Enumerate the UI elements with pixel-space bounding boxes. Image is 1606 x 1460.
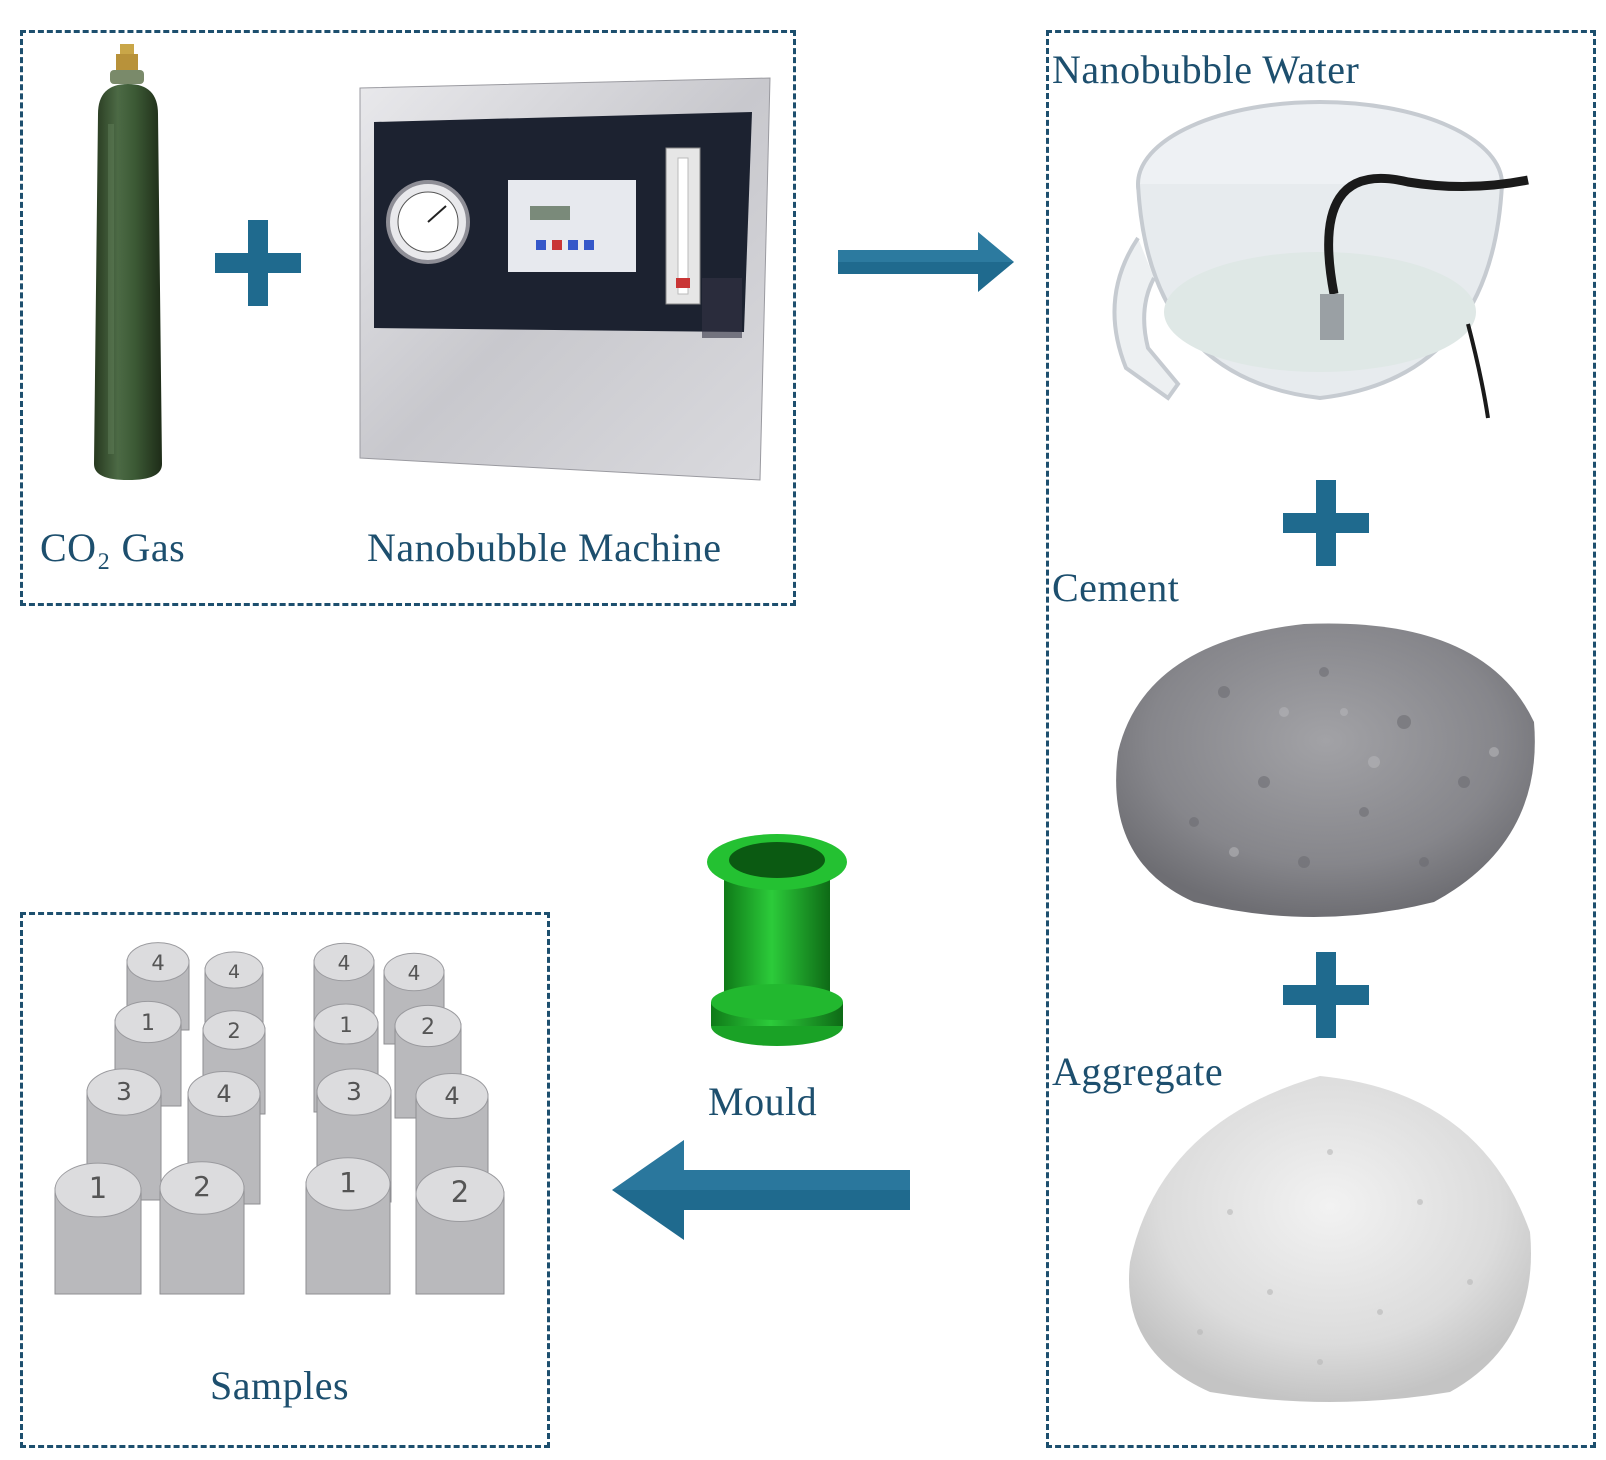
plus-icon — [1283, 480, 1369, 566]
arrow-left-icon — [612, 1140, 910, 1240]
nanobubble-machine-label: Nanobubble Machine — [367, 525, 722, 570]
plus-icon — [1283, 952, 1369, 1038]
samples-image: 4 4 4 4 1 2 1 2 3 4 3 4 1 2 1 2 — [54, 942, 505, 1295]
sample-number: 4 — [338, 951, 351, 975]
sample-number: 1 — [89, 1171, 107, 1205]
gas-machine-panel — [20, 30, 796, 606]
sample-cylinder: 2 — [415, 1166, 505, 1295]
arrow-right-icon — [838, 232, 1014, 292]
sample-number: 3 — [116, 1077, 132, 1106]
co2-cylinder-image — [94, 44, 162, 480]
sample-number: 1 — [339, 1013, 352, 1037]
sample-number: 2 — [227, 1019, 240, 1043]
sample-cylinder: 1 — [305, 1157, 391, 1295]
sample-cylinder: 3 — [316, 1068, 392, 1203]
mould-label: Mould — [708, 1079, 818, 1124]
sample-number: 4 — [151, 951, 164, 975]
aggregate-label: Aggregate — [1052, 1049, 1224, 1094]
nanobubble-machine-image — [359, 77, 771, 481]
samples-label: Samples — [210, 1363, 350, 1408]
nanobubble-water-image — [1112, 100, 1529, 419]
sample-number: 1 — [339, 1166, 357, 1199]
mould-image — [707, 834, 847, 1046]
sample-number: 1 — [141, 1011, 155, 1036]
co2-gas-label: CO₂ Gas — [40, 525, 186, 570]
cement-image — [1116, 623, 1535, 917]
plus-icon — [215, 220, 301, 306]
aggregate-image — [1129, 1076, 1531, 1402]
sample-number: 4 — [408, 961, 421, 985]
sample-number: 2 — [193, 1170, 211, 1203]
sample-number: 4 — [216, 1080, 231, 1108]
sample-number: 2 — [421, 1015, 435, 1040]
sample-cylinder: 2 — [159, 1161, 245, 1295]
sample-number: 2 — [451, 1175, 469, 1209]
samples-panel — [20, 912, 550, 1448]
sample-number: 3 — [346, 1077, 362, 1106]
sample-number: 4 — [228, 961, 240, 983]
cement-label: Cement — [1052, 565, 1180, 610]
nanobubble-water-label: Nanobubble Water — [1052, 47, 1360, 92]
sample-number: 4 — [444, 1082, 459, 1110]
sample-cylinder: 1 — [54, 1162, 142, 1295]
materials-panel — [1046, 30, 1596, 1448]
